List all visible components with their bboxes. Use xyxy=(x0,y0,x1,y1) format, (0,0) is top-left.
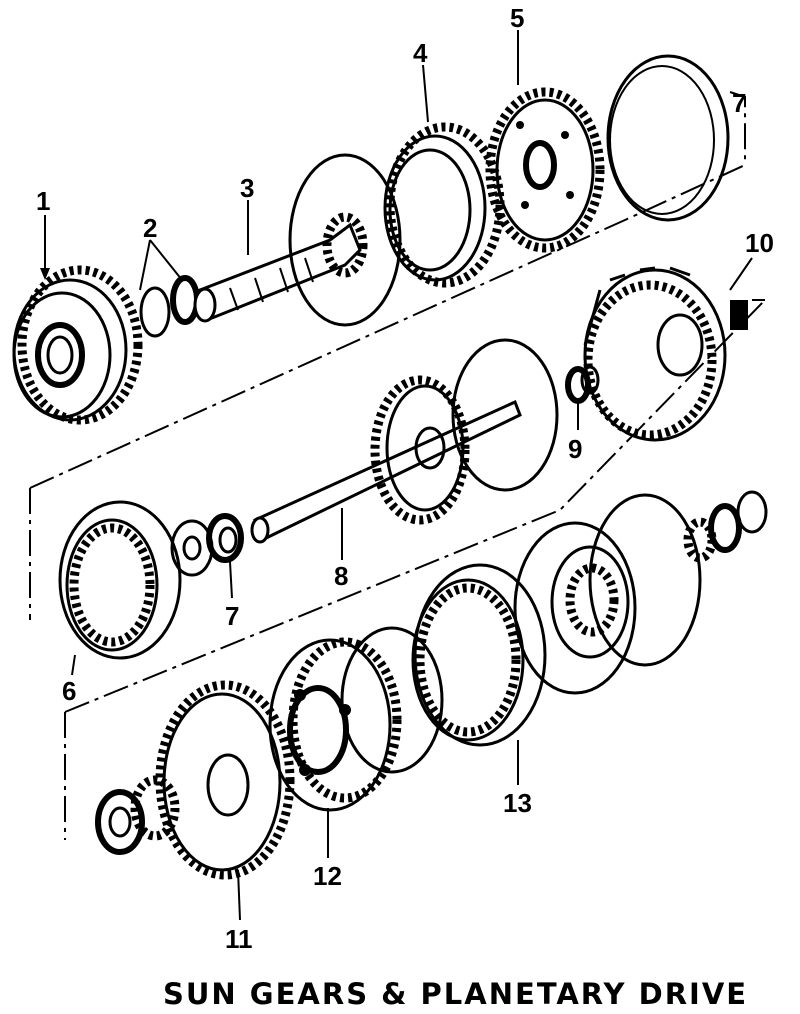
callout-13: 13 xyxy=(503,788,532,818)
callout-9: 9 xyxy=(568,434,582,464)
callout-8: 8 xyxy=(334,561,348,591)
part-1-ring-gear xyxy=(12,265,143,425)
bottom-left-bearings xyxy=(95,775,180,855)
part-13-ring-gear xyxy=(411,563,547,747)
bottom-right-bearings xyxy=(683,490,768,563)
snap-ring-middle xyxy=(451,338,559,492)
snap-ring-bottom-right xyxy=(588,493,702,667)
diagram-caption: SUN GEARS & PLANETARY DRIVE xyxy=(163,977,748,1011)
callout-6: 6 xyxy=(62,676,76,706)
snap-ring-lower xyxy=(340,626,444,774)
part-4-sprocket xyxy=(383,122,505,288)
callout-4: 4 xyxy=(413,38,428,68)
part-7-washer-bearing xyxy=(170,513,244,577)
callout-numbers: 1 2 3 4 5 7 10 9 8 7 6 13 12 11 xyxy=(36,3,774,954)
callout-3: 3 xyxy=(240,173,254,203)
part-12-planetary-carrier xyxy=(268,637,402,812)
callout-1: 1 xyxy=(36,186,50,216)
section-separators xyxy=(29,91,766,840)
part-5-sun-gear xyxy=(485,87,605,253)
snap-ring-large xyxy=(288,153,402,327)
part-2-snap-rings xyxy=(139,275,200,338)
part-11-sun-gear xyxy=(155,680,295,880)
callout-7-top: 7 xyxy=(732,88,746,118)
snap-ring-top-right xyxy=(606,54,730,222)
part-8-shaft xyxy=(250,375,522,544)
callout-7: 7 xyxy=(225,601,239,631)
leader-lines xyxy=(40,30,753,921)
callout-10: 10 xyxy=(745,228,774,258)
callout-12: 12 xyxy=(313,861,342,891)
part-3-input-shaft xyxy=(193,212,368,323)
callout-11: 11 xyxy=(225,924,253,954)
part-10-drum xyxy=(583,266,748,442)
clutch-housing xyxy=(513,521,637,695)
part-6-ring-gear xyxy=(58,500,182,660)
callout-5: 5 xyxy=(510,3,524,33)
callout-2: 2 xyxy=(143,213,157,243)
